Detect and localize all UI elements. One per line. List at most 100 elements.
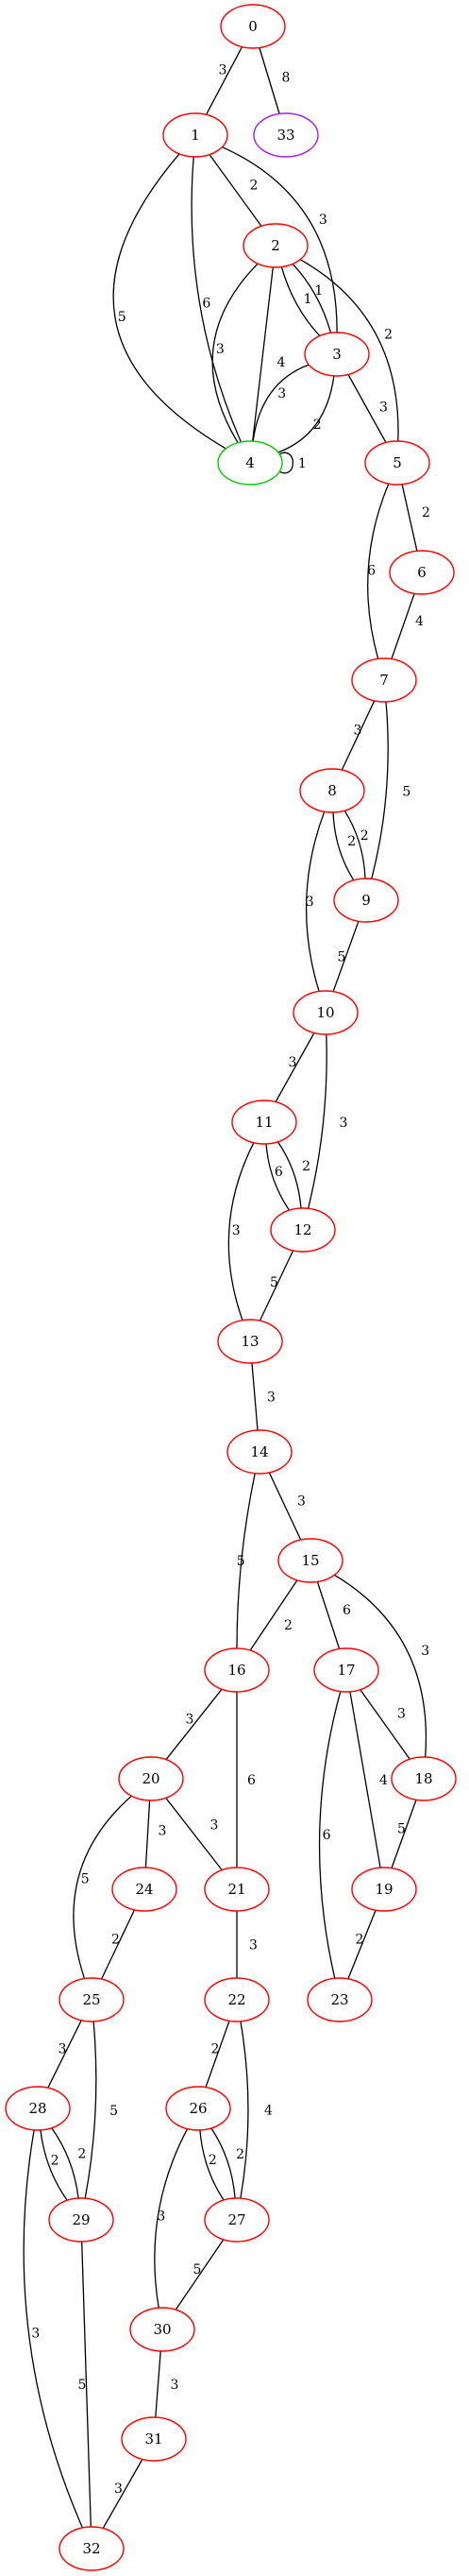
edge-weight-label: 1 [314,283,323,299]
edge-24-25-49: 2 [100,1909,136,1980]
edge-21-22-46: 3 [236,1911,258,1978]
edge-weight-label: 2 [313,418,322,433]
edge-line [268,1472,302,1541]
edge-weight-label: 2 [356,1933,364,1948]
edge-weight-label: 3 [297,1494,306,1510]
node-label: 22 [227,1991,245,2008]
edge-weight-label: 2 [209,2153,217,2168]
edge-weight-label: 6 [247,1773,256,1788]
node-ellipse [204,1867,270,1912]
edge-11-12-27: 2 [276,1141,310,1209]
edge-2-3-7: 1 [280,266,321,337]
node-ellipse [48,2197,114,2243]
node-ellipse [129,2307,195,2352]
edge-10-11-24: 3 [275,1032,315,1102]
edge-15-16-33: 2 [249,1579,298,1651]
edge-weight-label: 3 [289,1055,297,1070]
edge-28-29-57: 2 [51,2127,86,2199]
edge-19-23-42: 2 [347,1909,377,1980]
edge-line [84,2021,97,2199]
node-ellipse [59,1977,125,2022]
edge-line [240,2021,249,2199]
edge-weight-label: 3 [249,1938,258,1953]
edge-weight-label: 5 [270,1275,278,1290]
edge-weight-label: 3 [219,63,227,78]
node-label: 6 [417,564,427,581]
edge-weight-label: 2 [347,834,356,849]
edge-weight-label: 3 [306,895,314,910]
node-6: 6 [389,550,455,595]
edge-5-6-15: 2 [401,484,430,552]
edge-line [332,921,360,992]
edge-line [144,1800,151,1868]
edge-weight-label: 3 [277,386,286,401]
edge-line [81,2241,92,2528]
edge-line [227,1142,255,1321]
node-7: 7 [351,657,417,703]
edge-line [175,2239,225,2311]
edge-2-4-8: 3 [211,263,259,444]
edge-16-21-37: 6 [236,1692,256,1868]
edge-weight-label: 2 [111,1933,120,1948]
edge-line [360,1689,410,1760]
edge-line [334,1574,427,1758]
node-label: 3 [332,346,342,363]
edge-line [73,1795,132,1979]
node-label: 30 [153,2321,171,2338]
edge-26-30-54: 3 [154,2128,189,2309]
edge-weight-label: 2 [384,327,393,342]
node-ellipse [293,990,359,1035]
edge-line [252,266,274,442]
edge-line [347,374,387,443]
node-ellipse [299,768,365,813]
edge-3-4-12: 3 [252,364,310,442]
node-label: 2 [271,237,280,254]
edge-weight-label: 6 [343,1603,351,1618]
edge-29-32-59: 5 [78,2241,92,2528]
node-label: 13 [241,1333,259,1350]
node-label: 19 [375,1881,393,1898]
edge-line [341,700,376,771]
edge-line [23,2129,83,2529]
node-label: 4 [245,454,255,471]
node-label: 15 [301,1552,319,1569]
edge-line [332,811,355,881]
node-label: 21 [227,1881,245,1898]
edge-line [391,1800,417,1868]
edge-weight-label: 5 [118,310,126,325]
edge-line [401,484,418,552]
node-label: 29 [72,2211,90,2228]
edge-weight-label: 3 [157,2209,165,2225]
edge-line [112,153,226,450]
edge-11-12-26: 6 [265,1143,291,1211]
node-label: 18 [414,1770,432,1787]
edge-8-9-21: 2 [332,811,356,881]
edge-line [205,2021,230,2088]
edge-line [316,1581,341,1649]
node-12: 12 [270,1207,336,1253]
edge-weight-label: 3 [232,1223,241,1238]
edge-line [165,1688,223,1761]
node-28: 28 [5,2086,71,2131]
edge-weight-label: 3 [267,1390,276,1406]
edge-28-32-58: 3 [23,2129,83,2529]
edge-line [102,2459,143,2529]
edge-3-4-11: 2 [277,375,335,453]
edge-0-33-1: 8 [259,47,290,114]
node-ellipse [165,2086,231,2131]
edge-weight-label: 2 [250,179,259,194]
edge-28-29-56: 2 [40,2129,68,2201]
edge-line [251,1362,259,1431]
edge-weight-label: 2 [211,2042,220,2057]
edge-weight-label: 3 [216,342,225,357]
edge-11-13-28: 3 [227,1142,255,1321]
node-ellipse [118,1756,184,1801]
edge-line [275,1032,315,1102]
edge-line [222,146,338,333]
edge-10-12-25: 3 [307,1033,347,1209]
edge-17-23-40: 6 [318,1691,342,1979]
edge-2-4-9: 4 [252,266,286,442]
edge-weight-label: 6 [367,564,376,579]
node-ellipse [204,2197,270,2243]
